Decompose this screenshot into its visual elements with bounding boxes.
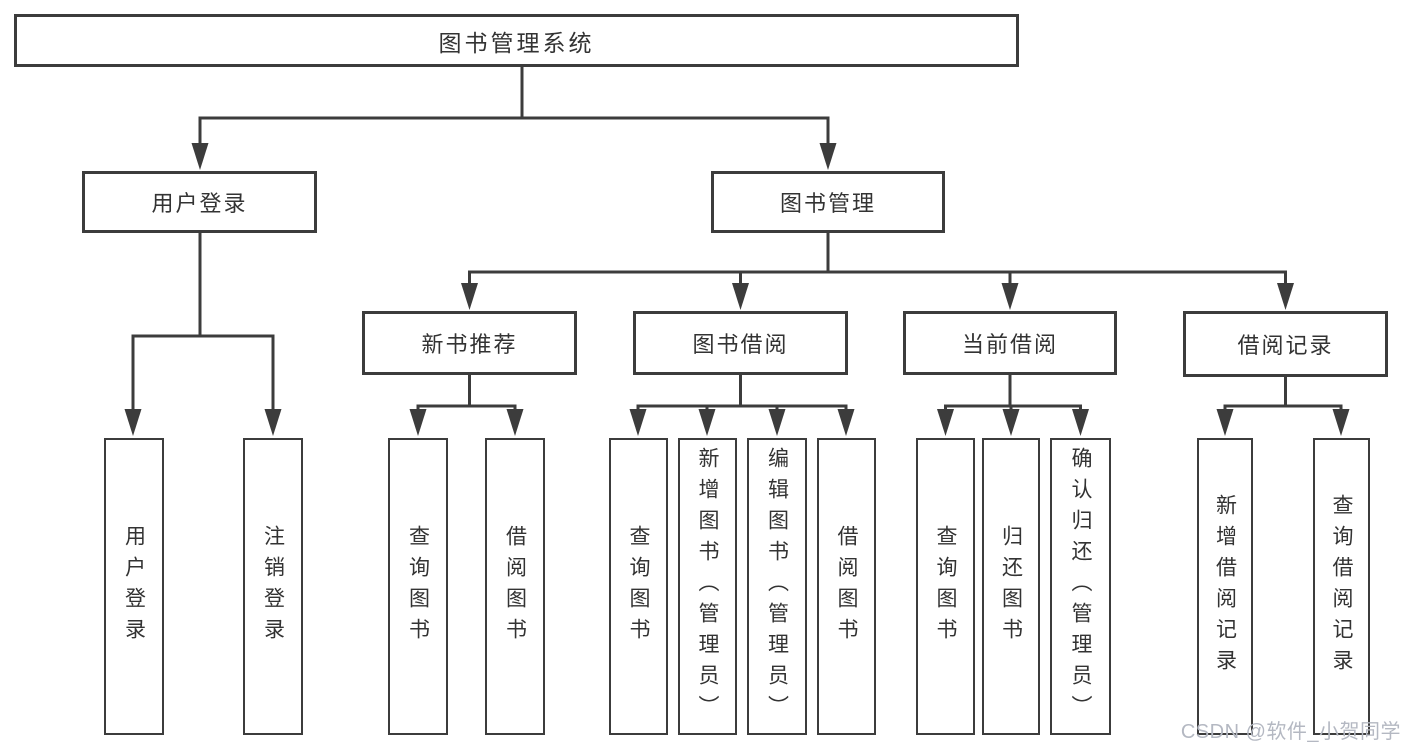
leaf-cb-return-books: 归还图书 [982, 438, 1040, 735]
leaf-bb-edit-books-admin: 编辑图书（管理员） [747, 438, 807, 735]
leaf-logout-label: 注销登录 [261, 524, 285, 649]
leaf-bb-borrow-books: 借阅图书 [817, 438, 876, 735]
node-current-borrow: 当前借阅 [903, 311, 1117, 375]
leaf-bb-borrow-books-label: 借阅图书 [835, 524, 858, 649]
leaf-br-add-record-label: 新增借阅记录 [1213, 493, 1237, 680]
edge-new-book-children [409, 375, 524, 436]
leaf-bb-edit-books-admin-label: 编辑图书（管理员） [765, 447, 789, 726]
node-book-management: 图书管理 [711, 171, 945, 233]
leaf-cb-confirm-return-admin: 确认归还（管理员） [1050, 438, 1111, 735]
leaf-cb-confirm-return-admin-label: 确认归还（管理员） [1069, 447, 1092, 726]
node-book-borrow: 图书借阅 [633, 311, 848, 375]
node-library-system-root: 图书管理系统 [14, 14, 1019, 67]
leaf-bb-add-books-admin: 新增图书（管理员） [678, 438, 737, 735]
leaf-bb-add-books-admin-label: 新增图书（管理员） [696, 447, 719, 726]
leaf-nb-borrow-books-label: 借阅图书 [503, 524, 527, 649]
edge-borrow-record-children [1216, 375, 1350, 436]
leaf-bb-query-books: 查询图书 [609, 438, 668, 735]
edge-book-mgmt-to-level3 [461, 233, 1294, 310]
watermark: CSDN @软件_小贺同学 [1180, 721, 1401, 743]
leaf-user-login-label: 用户登录 [122, 524, 146, 649]
leaf-user-login: 用户登录 [104, 438, 164, 735]
edge-root-to-level2 [191, 67, 837, 170]
leaf-cb-query-books-label: 查询图书 [934, 524, 957, 649]
edge-book-borrow-children [629, 375, 855, 436]
leaf-cb-query-books: 查询图书 [916, 438, 975, 735]
leaf-bb-query-books-label: 查询图书 [627, 524, 650, 649]
leaf-br-add-record: 新增借阅记录 [1197, 438, 1253, 735]
leaf-cb-return-books-label: 归还图书 [999, 524, 1023, 649]
leaf-nb-borrow-books: 借阅图书 [485, 438, 545, 735]
leaf-nb-query-books: 查询图书 [388, 438, 448, 735]
leaf-br-query-record: 查询借阅记录 [1313, 438, 1370, 735]
leaf-br-query-record-label: 查询借阅记录 [1330, 493, 1353, 680]
node-new-book-recommend: 新书推荐 [362, 311, 577, 375]
node-user-login: 用户登录 [82, 171, 317, 233]
node-borrow-records: 借阅记录 [1183, 311, 1388, 377]
leaf-logout: 注销登录 [243, 438, 303, 735]
edge-user-login-children [124, 233, 282, 436]
leaf-nb-query-books-label: 查询图书 [406, 524, 430, 649]
edge-current-borrow-children [937, 375, 1089, 436]
